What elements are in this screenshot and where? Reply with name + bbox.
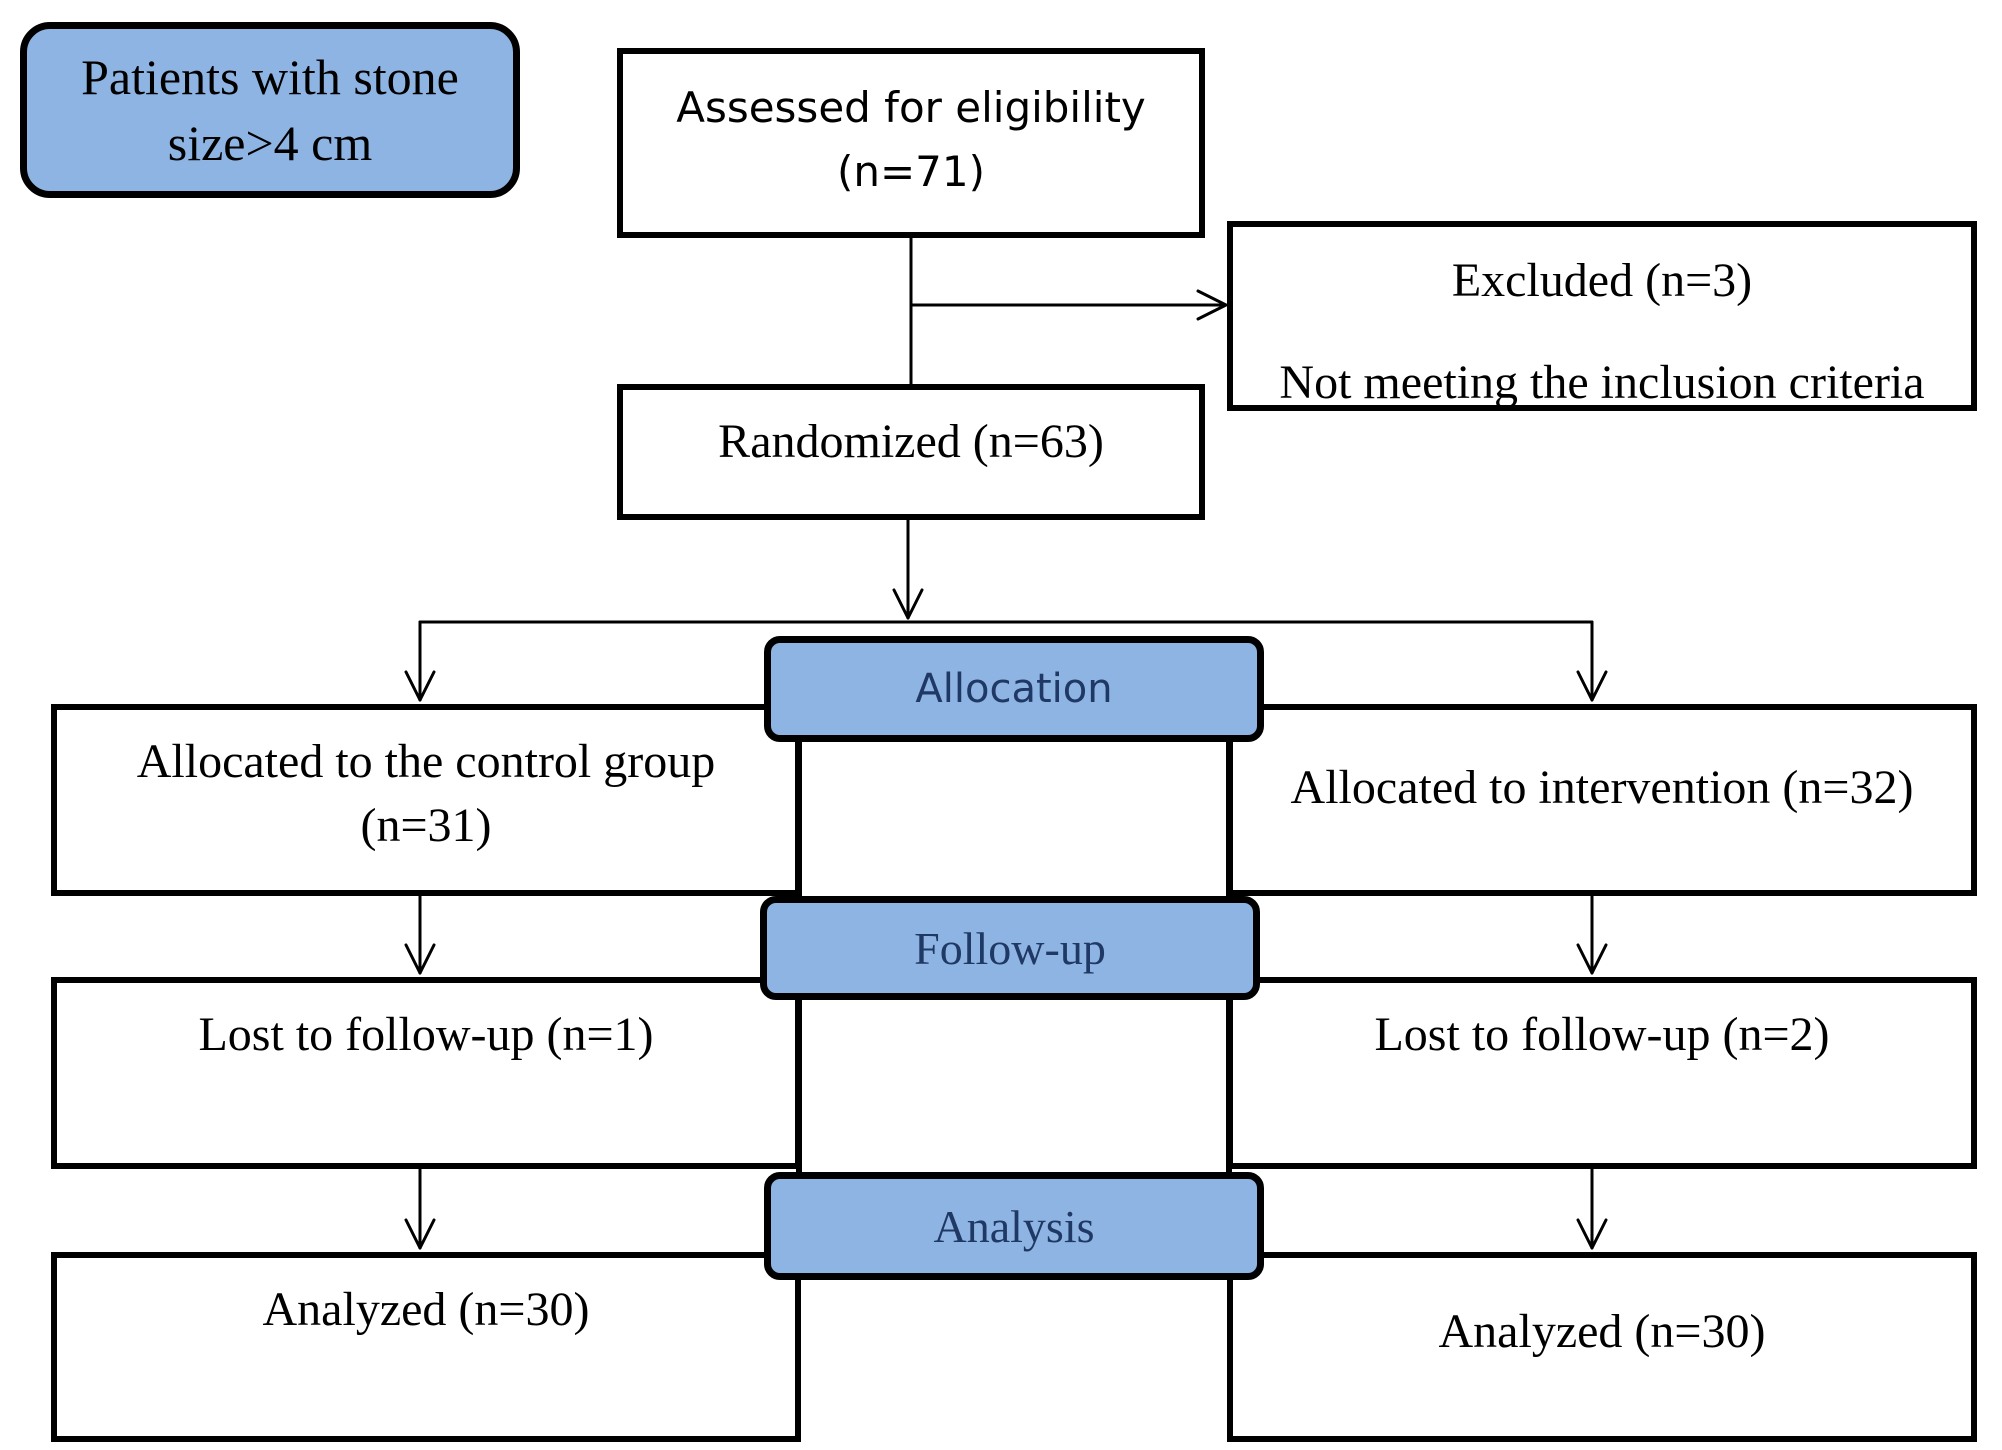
intervention-analyzed-box: Analyzed (n=30): [1227, 1252, 1977, 1442]
title-line-2: size>4 cm: [167, 115, 373, 171]
intervention-lost-box: Lost to follow-up (n=2): [1227, 977, 1977, 1169]
stage-analysis-label: Analysis: [933, 1200, 1095, 1252]
arrowhead-left-allocation: [404, 670, 436, 702]
control-allocated-count: (n=31): [360, 799, 492, 852]
intervention-allocated-box: Allocated to intervention (n=32): [1227, 704, 1977, 896]
excluded-box: Excluded (n=3) Not meeting the inclusion…: [1227, 221, 1977, 411]
control-analyzed-label: Analyzed (n=30): [262, 1283, 590, 1336]
intervention-analyzed-label: Analyzed (n=30): [1438, 1305, 1766, 1358]
control-lost-label: Lost to follow-up (n=1): [198, 1008, 654, 1061]
title-box: Patients with stone size>4 cm: [20, 22, 520, 198]
intervention-lost-label: Lost to follow-up (n=2): [1374, 1008, 1830, 1061]
control-allocated-box: Allocated to the control group (n=31): [51, 704, 801, 896]
arrowhead-randomized: [892, 588, 924, 620]
randomized-box: Randomized (n=63): [617, 384, 1205, 520]
excluded-label: Excluded (n=3): [1451, 254, 1753, 307]
stage-follow-up: Follow-up: [760, 896, 1260, 1000]
arrowhead-left-followup: [404, 943, 436, 975]
arrowhead-right-allocation: [1576, 670, 1608, 702]
assessed-box: Assessed for eligibility (n=71): [617, 48, 1205, 238]
intervention-allocated-label: Allocated to intervention (n=32): [1290, 761, 1914, 814]
control-allocated-label: Allocated to the control group: [136, 735, 716, 788]
stage-allocation-label: Allocation: [915, 666, 1113, 712]
arrowhead-left-analysis: [404, 1218, 436, 1250]
arrowhead-right-followup: [1576, 943, 1608, 975]
randomized-label: Randomized (n=63): [718, 415, 1104, 468]
title-line-1: Patients with stone: [81, 49, 459, 105]
arrowhead-excluded: [1196, 289, 1228, 321]
control-lost-box: Lost to follow-up (n=1): [51, 977, 801, 1169]
control-analyzed-box: Analyzed (n=30): [51, 1252, 801, 1442]
arrowhead-right-analysis: [1576, 1218, 1608, 1250]
assessed-count: (n=71): [836, 147, 986, 196]
stage-allocation: Allocation: [764, 636, 1264, 742]
stage-follow-up-label: Follow-up: [914, 922, 1106, 974]
excluded-reason: Not meeting the inclusion criteria: [1279, 356, 1925, 409]
assessed-label: Assessed for eligibility: [676, 83, 1146, 132]
stage-analysis: Analysis: [764, 1172, 1264, 1280]
